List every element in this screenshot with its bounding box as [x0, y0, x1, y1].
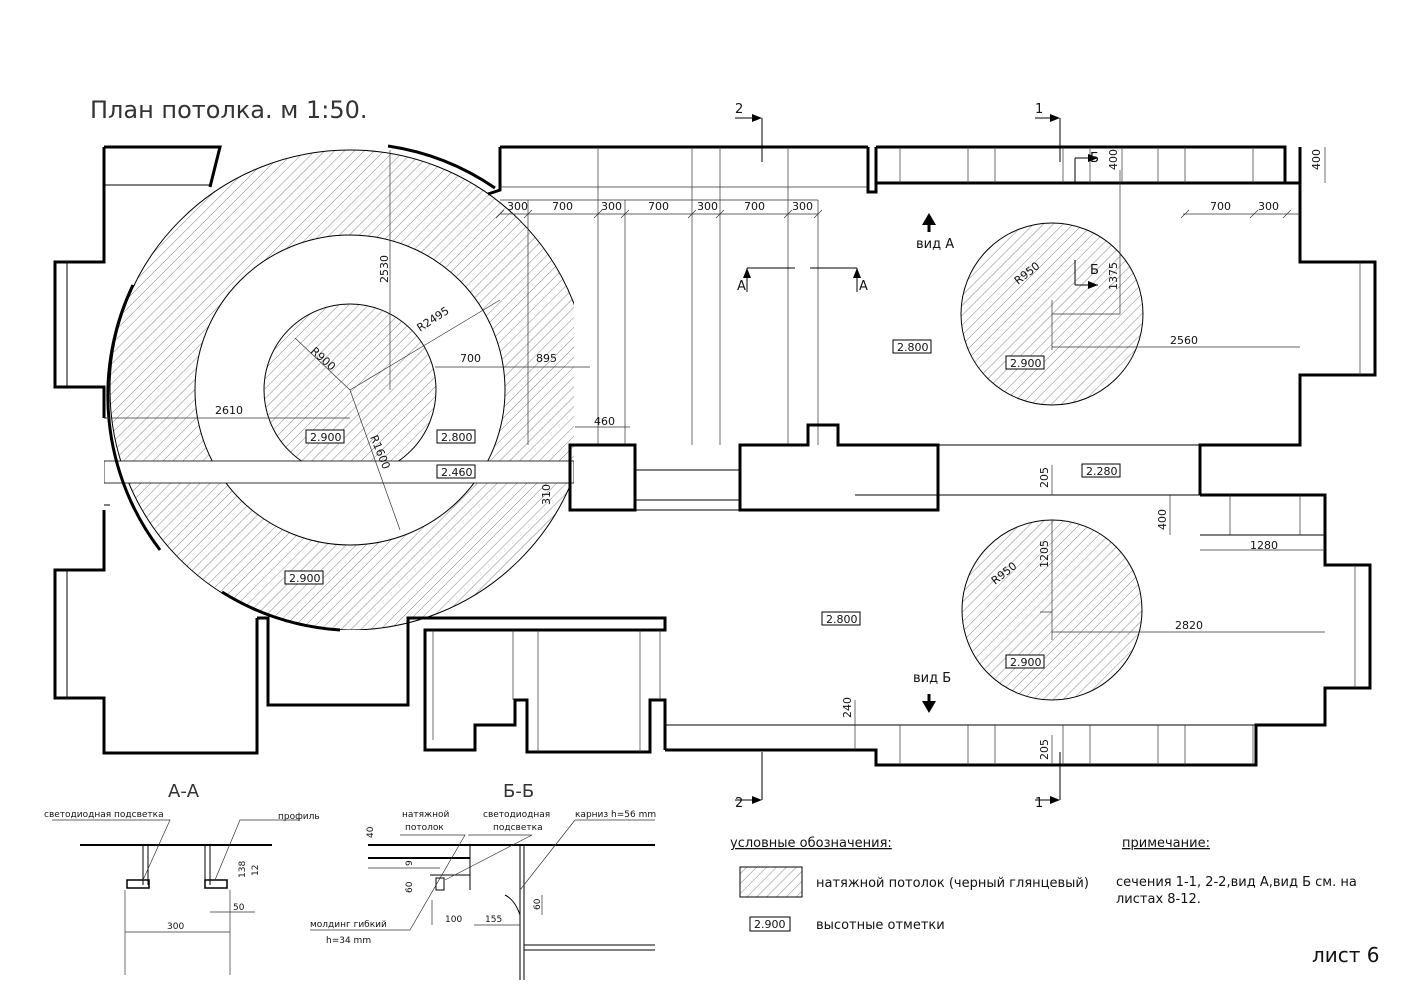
section-2-bottom: 2: [735, 796, 743, 811]
dim-700-1: 700: [552, 200, 573, 213]
legend-elev-label: высотные отметки: [816, 918, 945, 933]
elev-2900-lower-circle: 2.900: [1010, 656, 1042, 669]
elev-2900-center: 2.900: [310, 431, 342, 444]
legend-elev-sample: 2.900: [754, 918, 786, 931]
bb-dim-60-right: 60: [533, 898, 543, 910]
aa-led-label: светодиодная подсветка: [44, 810, 164, 820]
dim-300-2: 300: [601, 200, 622, 213]
dim-300-upper-right: 300: [1258, 200, 1279, 213]
bb-dim-40: 40: [366, 826, 376, 838]
note-heading: примечание:: [1122, 836, 1210, 851]
elev-2800-ring: 2.800: [441, 431, 473, 444]
dim-205-mid: 205: [1038, 467, 1051, 488]
dim-700-upper-right: 700: [1210, 200, 1231, 213]
view-a-label: вид А: [916, 237, 954, 252]
aa-dim-50: 50: [233, 903, 245, 913]
dim-400-lower: 400: [1156, 509, 1169, 530]
section-1-top: 1: [1035, 102, 1043, 117]
dim-300-4: 300: [792, 200, 813, 213]
bb-dim-155: 155: [485, 915, 502, 925]
bb-cornice: карниз h=56 mm: [575, 810, 656, 820]
dim-700-2: 700: [648, 200, 669, 213]
sheet-number: лист 6: [1312, 943, 1380, 967]
bb-dim-100: 100: [445, 915, 462, 925]
dim-895: 895: [536, 352, 557, 365]
section-aa-detail: А-А светодиодная подсветка профиль 138 1…: [44, 781, 320, 975]
dim-2560: 2560: [1170, 334, 1198, 347]
section-a-right: А: [859, 279, 868, 294]
elev-2900-outer: 2.900: [289, 572, 321, 585]
section-b-top: Б: [1090, 151, 1099, 166]
bb-dim-60-left: 60: [405, 881, 415, 893]
elevation-tags: 2.900 2.800 2.460 2.900 2.800 2.900 2.28…: [284, 339, 1121, 669]
dim-310: 310: [540, 484, 553, 505]
aa-dim-138: 138: [238, 861, 248, 878]
aa-profile-label: профиль: [278, 812, 320, 822]
bb-molding-2: h=34 mm: [326, 936, 371, 946]
view-b-label: вид Б: [913, 671, 951, 686]
bottom-left-rooms: [257, 616, 667, 754]
elev-2460-beam: 2.460: [441, 466, 473, 479]
elev-2900-upper-circle: 2.900: [1010, 357, 1042, 370]
section-markers: 2 1 2 1 А А Б Б вид А вид Б: [735, 102, 1099, 811]
section-a-left: А: [737, 279, 746, 294]
bb-led-1: светодиодная: [483, 810, 550, 820]
round-room: [53, 144, 868, 755]
dim-2820: 2820: [1175, 619, 1203, 632]
elev-2280-passage: 2.280: [1086, 465, 1118, 478]
note: примечание: сечения 1-1, 2-2,вид А,вид Б…: [1116, 836, 1357, 907]
plan-title: План потолка. м 1:50.: [90, 96, 368, 124]
dim-300-1: 300: [507, 200, 528, 213]
section-bb-detail: Б-Б натяжной потолок светодиодная подсве…: [310, 781, 656, 980]
corridor: [500, 147, 940, 512]
bb-led-2: подсветка: [493, 823, 543, 833]
aa-dim-300: 300: [167, 922, 184, 932]
legend-hatch-label: натяжной потолок (черный глянцевый): [816, 876, 1089, 891]
dim-460: 460: [594, 415, 615, 428]
legend: условные обозначения: натяжной потолок (…: [730, 836, 1089, 933]
bb-molding-1: молдинг гибкий: [310, 920, 387, 930]
note-line-2: листах 8-12.: [1116, 892, 1201, 907]
bb-stretch-2: потолок: [405, 823, 444, 833]
dim-300-3: 300: [697, 200, 718, 213]
legend-heading: условные обозначения:: [730, 836, 892, 851]
section-aa-title: А-А: [168, 781, 200, 802]
dim-400-top: 400: [1107, 149, 1120, 170]
section-2-top: 2: [735, 102, 743, 117]
dim-1205: 1205: [1038, 540, 1051, 568]
bb-dim-9: 9: [405, 860, 415, 866]
dim-240: 240: [841, 697, 854, 718]
beam-band: [104, 460, 574, 484]
legend-hatch-swatch: [739, 866, 803, 898]
lower-right-room: [665, 493, 1372, 767]
aa-dim-12: 12: [251, 865, 261, 876]
dim-700-ring: 700: [460, 352, 481, 365]
elev-2800-lower: 2.800: [826, 613, 858, 626]
dim-1280: 1280: [1250, 539, 1278, 552]
dim-700-3: 700: [744, 200, 765, 213]
elev-2800-upper: 2.800: [897, 341, 929, 354]
bb-stretch-1: натяжной: [402, 810, 450, 820]
dim-1375: 1375: [1107, 262, 1120, 290]
dim-2610: 2610: [215, 404, 243, 417]
note-line-1: сечения 1-1, 2-2,вид А,вид Б см. на: [1116, 875, 1357, 890]
section-bb-title: Б-Б: [503, 781, 534, 802]
section-b-mid: Б: [1090, 263, 1099, 278]
dim-400-right: 400: [1310, 149, 1323, 170]
dim-2530: 2530: [378, 255, 391, 283]
section-1-bottom: 1: [1035, 796, 1043, 811]
upper-right-room: [874, 145, 1377, 495]
dim-205-bottom: 205: [1038, 739, 1051, 760]
